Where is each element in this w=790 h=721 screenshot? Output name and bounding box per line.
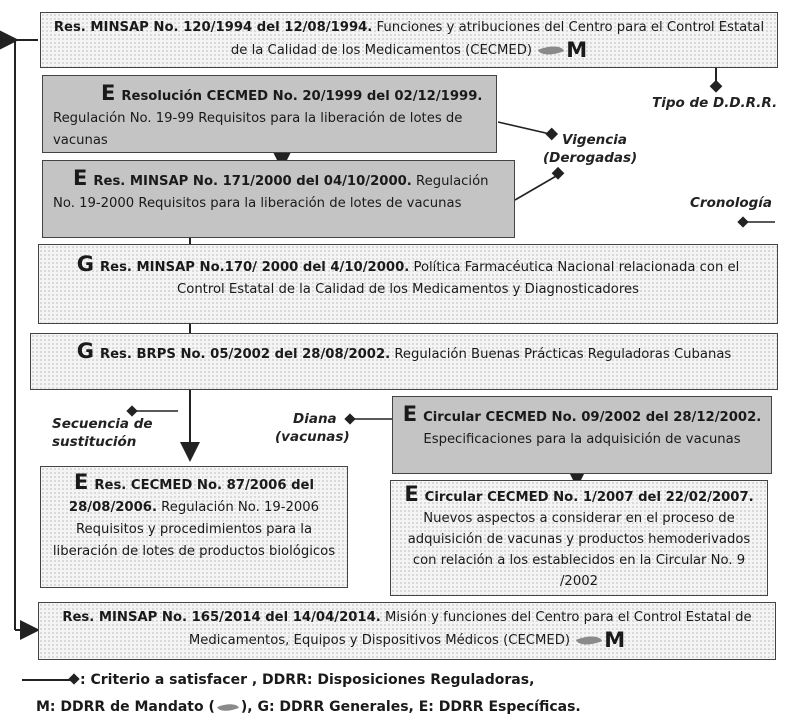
regulation-description: Política Farmacéutica Nacional relaciona… bbox=[177, 260, 740, 297]
regulation-box-5: G Res. BRPS No. 05/2002 del 28/08/2002. R… bbox=[30, 333, 778, 390]
regulation-box-6: E Circular CECMED No. 09/2002 del 28/12/2… bbox=[392, 396, 772, 474]
legend-text-1: : Criterio a satisfacer , DDRR: Disposic… bbox=[80, 672, 535, 688]
regulation-title: Res. MINSAP No.170/ 2000 del 4/10/2000. bbox=[99, 260, 410, 275]
legend-line-1: : Criterio a satisfacer , DDRR: Disposic… bbox=[22, 672, 534, 688]
regulation-title: Circular CECMED No. 09/2002 del 28/12/20… bbox=[423, 410, 762, 425]
label-cronologia: Cronología bbox=[690, 195, 773, 211]
leaf-icon bbox=[576, 630, 603, 650]
regulation-box-8: E Circular CECMED No. 1/2007 del 22/02/20… bbox=[390, 480, 768, 596]
regulation-description: Funciones y atribuciones del Centro para… bbox=[230, 20, 765, 58]
label-derogadas: (Derogadas) bbox=[543, 150, 638, 166]
regulation-box-9: Res. MINSAP No. 165/2014 del 14/04/2014.… bbox=[38, 602, 776, 660]
leaf-icon bbox=[216, 699, 239, 715]
label-vacunas: (vacunas) bbox=[275, 429, 350, 445]
regulation-title: Res. MINSAP No. 120/1994 del 12/08/1994. bbox=[53, 20, 373, 35]
label-diana: Diana bbox=[293, 411, 337, 427]
regulation-title: Circular CECMED No. 1/2007 del 22/02/200… bbox=[424, 490, 754, 505]
regulation-title: Res. BRPS No. 05/2002 del 28/08/2002. bbox=[99, 347, 391, 362]
legend-text-2a: M: DDRR de Mandato ( bbox=[36, 699, 215, 715]
regulation-description: Regulación No. 19-2000 Requisitos para l… bbox=[53, 174, 489, 211]
regulation-description: Especificaciones para la adquisición de … bbox=[423, 432, 741, 447]
regulation-description: Nuevos aspectos a considerar en el proce… bbox=[407, 511, 751, 589]
type-letter: E bbox=[101, 81, 116, 105]
regulation-box-1: Res. MINSAP No. 120/1994 del 12/08/1994.… bbox=[40, 12, 778, 68]
label-sustitucion: sustitución bbox=[52, 434, 137, 450]
regulation-description: Misión y funciones del Centro para el Co… bbox=[188, 610, 752, 648]
type-letter: E bbox=[404, 482, 419, 506]
type-letter: G bbox=[76, 339, 94, 363]
criterion-arrow-icon bbox=[22, 675, 80, 685]
regulation-title: Resolución CECMED No. 20/1999 del 02/12/… bbox=[121, 89, 483, 104]
regulation-description: Regulación Buenas Prácticas Reguladoras … bbox=[390, 347, 732, 362]
regulation-title: Res. CECMED No. 87/2006 del 28/08/2006. bbox=[68, 478, 314, 515]
type-letter: E bbox=[73, 470, 89, 494]
regulation-box-2: E Resolución CECMED No. 20/1999 del 02/12… bbox=[42, 75, 497, 153]
mandate-tag: M bbox=[604, 628, 626, 652]
label-tipo-ddrr: Tipo de D.D.R.R. bbox=[652, 95, 778, 111]
regulation-box-3: E Res. MINSAP No. 171/2000 del 04/10/2000… bbox=[42, 160, 515, 238]
type-letter: G bbox=[76, 252, 94, 276]
regulation-box-4: G Res. MINSAP No.170/ 2000 del 4/10/2000.… bbox=[38, 244, 778, 324]
type-letter: E bbox=[73, 166, 88, 190]
mandate-tag: M bbox=[566, 38, 588, 62]
regulation-title: Res. MINSAP No. 165/2014 del 14/04/2014. bbox=[62, 610, 381, 625]
regulation-title: Res. MINSAP No. 171/2000 del 04/10/2000. bbox=[93, 174, 412, 189]
regulation-description: Regulación No. 19-99 Requisitos para la … bbox=[53, 111, 463, 148]
legend-text-2b: ), G: DDRR Generales, E: DDRR Específica… bbox=[240, 699, 581, 715]
label-vigencia: Vigencia bbox=[562, 132, 628, 148]
regulation-description: Regulación No. 19-2006 Requisitos y proc… bbox=[52, 500, 336, 559]
legend-line-2: M: DDRR de Mandato ( ), G: DDRR Generales… bbox=[36, 699, 581, 715]
type-letter: E bbox=[402, 402, 418, 426]
leaf-icon bbox=[538, 40, 565, 60]
label-secuencia: Secuencia de bbox=[52, 416, 153, 432]
